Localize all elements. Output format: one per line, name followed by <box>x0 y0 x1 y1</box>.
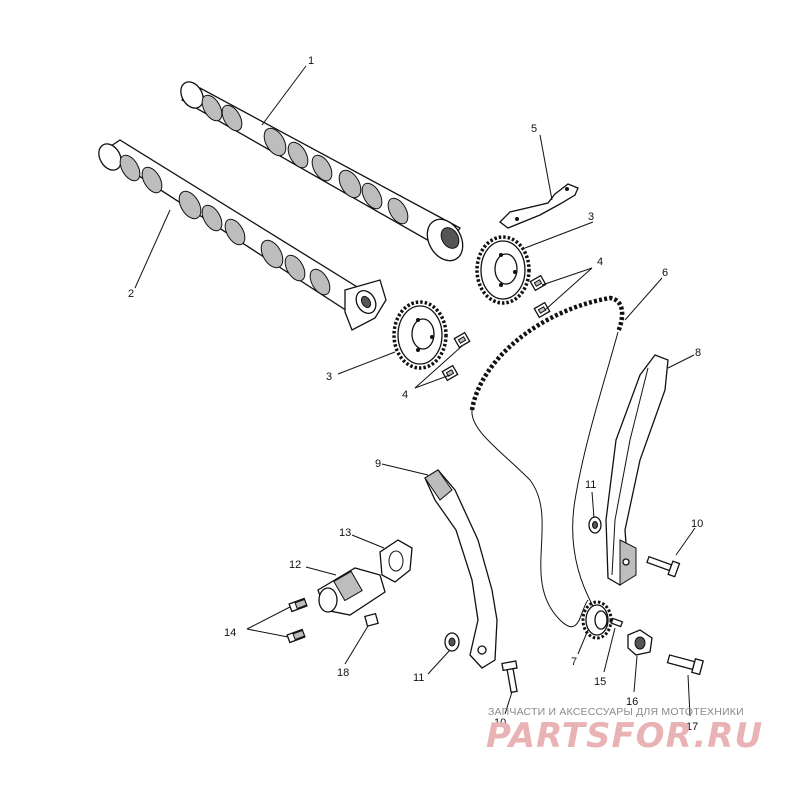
callout-10-right: 10 <box>691 518 703 530</box>
callout-17: 17 <box>686 721 698 733</box>
callout-13: 13 <box>339 527 351 539</box>
chain-guide-bracket <box>499 183 579 229</box>
chain-guide-right <box>605 354 669 586</box>
callout-7: 7 <box>571 656 577 668</box>
callout-12: 12 <box>289 559 301 571</box>
tensioner-gasket <box>379 539 413 583</box>
callout-11-left: 11 <box>413 672 424 684</box>
cam-sprocket-lower <box>392 300 448 370</box>
watermark-caption: ЗАПЧАСТИ И АКСЕССУАРЫ ДЛЯ МОТОТЕХНИКИ <box>488 706 744 718</box>
callout-18: 18 <box>337 667 349 679</box>
washers <box>444 516 602 652</box>
tensioner-bolts <box>286 597 308 644</box>
timing-chain <box>469 295 625 628</box>
callout-1: 1 <box>308 55 314 67</box>
crank-key <box>610 617 624 628</box>
cam-sprocket-upper <box>475 235 531 305</box>
crank-nut <box>627 629 653 656</box>
callout-11-right: 11 <box>585 479 596 491</box>
callout-2: 2 <box>128 288 134 300</box>
callout-15: 15 <box>594 676 606 688</box>
callout-3-upper: 3 <box>588 211 594 223</box>
callout-10-bottom: 10 <box>494 717 506 729</box>
callout-6: 6 <box>662 267 668 279</box>
callout-9: 9 <box>375 458 381 470</box>
callout-3-lower: 3 <box>326 371 332 383</box>
camshaft-lower <box>98 139 387 331</box>
chain-tensioner <box>317 567 386 616</box>
callout-labels: 1 2 3 3 4 4 5 6 7 8 9 10 10 11 11 12 13 … <box>128 55 703 733</box>
callout-4-lower: 4 <box>402 389 408 401</box>
tensioner-spacer <box>364 612 379 627</box>
callout-5: 5 <box>531 123 537 135</box>
callout-8: 8 <box>695 347 701 359</box>
callout-16: 16 <box>626 696 638 708</box>
callout-4-upper: 4 <box>597 256 603 268</box>
watermark-logo: PARTSFOR.RU <box>486 716 764 756</box>
crank-sprocket <box>581 600 613 640</box>
crank-bolt <box>666 654 704 676</box>
leader-lines <box>134 65 696 717</box>
guide-bolts <box>501 555 681 694</box>
camshaft-upper <box>180 81 464 262</box>
tensioner-guide-left <box>424 469 498 669</box>
callout-14: 14 <box>224 627 236 639</box>
